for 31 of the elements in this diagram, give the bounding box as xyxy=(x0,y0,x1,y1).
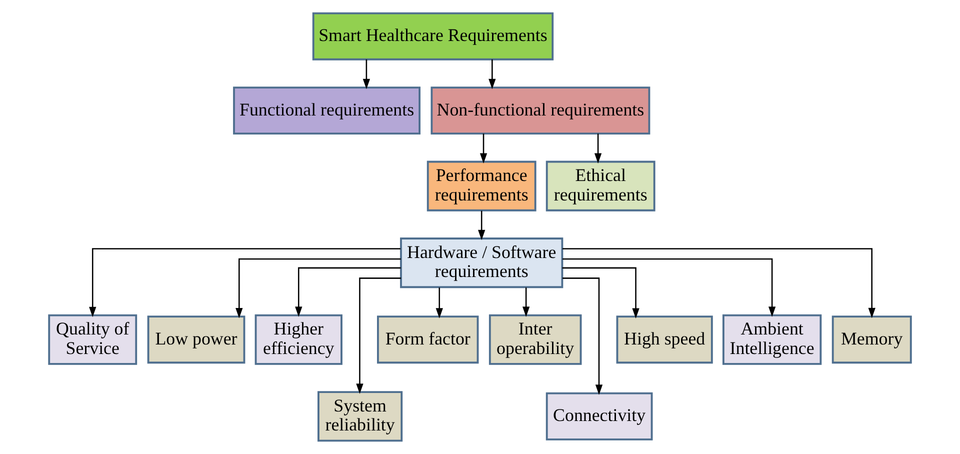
node-box: Low power xyxy=(147,316,246,364)
arrow xyxy=(562,258,776,317)
arrow xyxy=(362,59,370,90)
node-box: System reliability xyxy=(318,391,403,442)
arrow xyxy=(594,134,602,164)
node-box: Functional requirements xyxy=(233,86,420,135)
arrow xyxy=(480,134,488,164)
arrow xyxy=(356,278,401,394)
arrow xyxy=(236,258,401,318)
arrow xyxy=(522,288,530,317)
arrow xyxy=(562,278,603,395)
node-box: Hardware / Software requirements xyxy=(400,238,564,288)
arrow xyxy=(295,267,401,317)
node-box: Memory xyxy=(832,316,912,364)
node-box: Quality of Service xyxy=(48,314,138,365)
arrow xyxy=(478,210,486,240)
arrow xyxy=(488,59,496,90)
node-box: Form factor xyxy=(377,316,479,364)
arrow xyxy=(436,288,443,318)
node-box: Smart Healthcare Requirements xyxy=(312,12,554,60)
node-box: Non-functional requirements xyxy=(430,86,650,135)
arrow xyxy=(562,267,640,318)
arrow xyxy=(562,248,876,318)
node-box: Connectivity xyxy=(546,392,653,440)
node-box: Ambient Intelligence xyxy=(722,314,822,365)
arrow xyxy=(89,248,401,318)
node-box: Ethical requirements xyxy=(546,160,656,212)
node-box: Inter operability xyxy=(488,314,582,365)
node-box: Performance requirements xyxy=(426,160,536,212)
node-box: High speed xyxy=(616,316,713,364)
node-box: Higher efficiency xyxy=(254,314,342,365)
